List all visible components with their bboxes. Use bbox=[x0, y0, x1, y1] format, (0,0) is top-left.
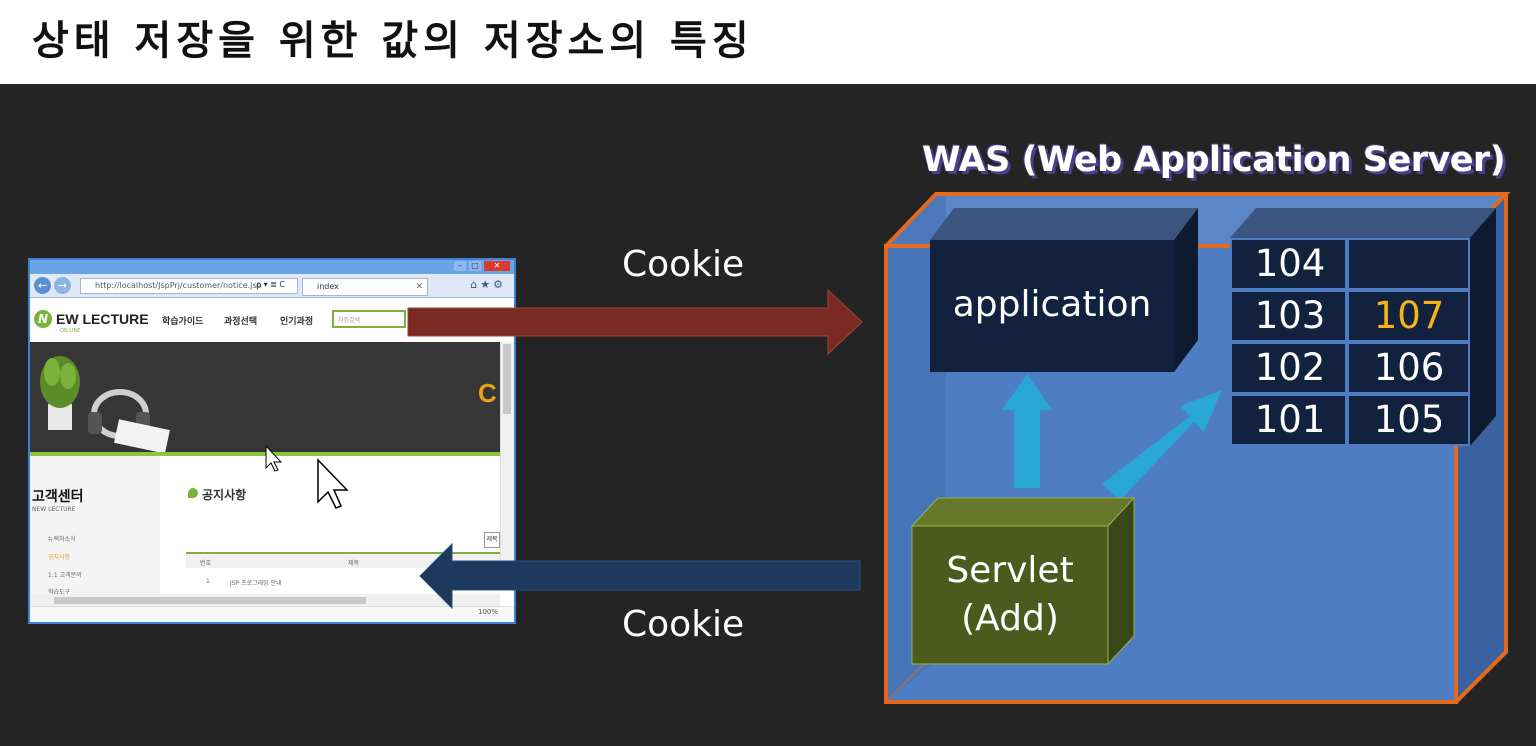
browser-tab[interactable]: index ✕ bbox=[302, 278, 428, 296]
site-logo[interactable]: EW LECTURE bbox=[56, 311, 149, 327]
request-cookie-label: Cookie bbox=[622, 244, 745, 285]
maximize-icon[interactable]: □ bbox=[469, 261, 481, 271]
close-icon[interactable]: ✕ bbox=[484, 261, 510, 271]
site-logo-sub: ON LINE bbox=[60, 328, 81, 334]
browser-status-bar bbox=[30, 606, 514, 622]
site-sidebar bbox=[30, 456, 160, 596]
url-controls[interactable]: ρ ▾ ≣ C bbox=[256, 280, 286, 289]
menu-item-popular[interactable]: 인기과정 bbox=[280, 317, 314, 327]
stack-cell-101: 101 bbox=[1254, 398, 1326, 441]
tab-close-icon[interactable]: ✕ bbox=[415, 282, 423, 292]
servlet-box-side bbox=[1107, 496, 1135, 666]
menu-item-course[interactable]: 과정선택 bbox=[224, 317, 258, 327]
table-cell-number: 1 bbox=[206, 578, 210, 585]
browser-titlebar: – □ ✕ bbox=[30, 260, 514, 274]
table-top-rule bbox=[186, 552, 500, 554]
banner-divider bbox=[30, 452, 500, 456]
site-search-input[interactable]: 과정검색 bbox=[332, 310, 406, 328]
browser-address-bar: ← → http://localhost/JspPrj/customer/not… bbox=[30, 274, 514, 298]
site-header: N EW LECTURE ON LINE 학습가이드 과정선택 인기과정 과정검… bbox=[30, 298, 514, 342]
application-box-top bbox=[930, 208, 1198, 240]
application-box bbox=[930, 240, 1174, 372]
was-title: WAS (Web Application Server) bbox=[922, 140, 1506, 180]
servlet-box-top bbox=[910, 497, 1136, 527]
sidebar-title: 고객센터 bbox=[32, 489, 84, 505]
response-cookie-label: Cookie bbox=[622, 604, 745, 645]
tab-title: index bbox=[317, 282, 339, 291]
servlet-add-label: (Add) bbox=[961, 598, 1059, 639]
request-arrow bbox=[407, 288, 863, 356]
browser-tools-icons[interactable]: ⌂★⚙ bbox=[470, 278, 506, 291]
vertical-scroll-thumb[interactable] bbox=[503, 344, 511, 414]
stack-cell-103: 103 bbox=[1254, 294, 1326, 337]
servlet-to-stack-arrow bbox=[1102, 390, 1222, 500]
write-button[interactable]: 제목 bbox=[484, 532, 500, 548]
sidebar-item-notice[interactable]: 공지사항 bbox=[48, 554, 71, 561]
application-label: application bbox=[952, 284, 1152, 325]
table-header bbox=[186, 554, 500, 568]
table-header-title: 제목 bbox=[348, 560, 360, 567]
zoom-level[interactable]: 100% bbox=[477, 608, 498, 616]
stack-grid-side bbox=[1470, 208, 1496, 446]
mouse-cursor-icon bbox=[317, 458, 349, 509]
sidebar-item-qna[interactable]: 1:1 고객문의 bbox=[48, 572, 82, 579]
notice-bubble-icon bbox=[188, 488, 198, 498]
minimize-icon[interactable]: – bbox=[454, 261, 466, 271]
menu-item-guide[interactable]: 학습가이드 bbox=[162, 317, 204, 327]
horizontal-scroll-thumb[interactable] bbox=[54, 597, 366, 604]
stack-cell-104: 104 bbox=[1254, 242, 1326, 285]
table-header-number: 번호 bbox=[200, 560, 212, 567]
header-bar: 상태 저장을 위한 값의 저장소의 특징 bbox=[0, 0, 1536, 84]
stack-grid bbox=[1230, 238, 1470, 446]
servlet-box bbox=[911, 525, 1109, 665]
stack-cell-106: 106 bbox=[1373, 346, 1445, 389]
notice-title: 공지사항 bbox=[202, 488, 247, 502]
logo-icon[interactable]: N bbox=[34, 310, 52, 328]
stack-grid-top bbox=[1230, 208, 1496, 238]
site-banner: C bbox=[30, 342, 500, 454]
back-icon[interactable]: ← bbox=[34, 277, 51, 294]
sidebar-item-news[interactable]: 뉴렉처소식 bbox=[48, 536, 76, 543]
small-cursor-icon bbox=[265, 444, 283, 472]
page-title: 상태 저장을 위한 값의 저장소의 특징 bbox=[32, 18, 754, 64]
sidebar-subtitle: NEW LECTURE bbox=[32, 506, 76, 513]
response-arrow bbox=[419, 542, 861, 610]
forward-icon[interactable]: → bbox=[54, 277, 71, 294]
banner-illustration bbox=[40, 356, 170, 454]
banner-letter: C bbox=[478, 378, 497, 408]
sidebar-item-tools[interactable]: 학습도구 bbox=[48, 589, 71, 596]
stack-cell-105: 105 bbox=[1373, 398, 1445, 441]
servlet-label: Servlet bbox=[946, 550, 1074, 591]
application-box-side bbox=[1174, 208, 1198, 372]
url-input[interactable]: http://localhost/JspPrj/customer/notice.… bbox=[80, 278, 298, 294]
stack-cell-102: 102 bbox=[1254, 346, 1326, 389]
stack-cell-107: 107 bbox=[1373, 294, 1445, 337]
servlet-to-application-arrow bbox=[1002, 374, 1052, 488]
table-cell-title[interactable]: JSP 프로그래밍 안내 bbox=[230, 580, 282, 587]
